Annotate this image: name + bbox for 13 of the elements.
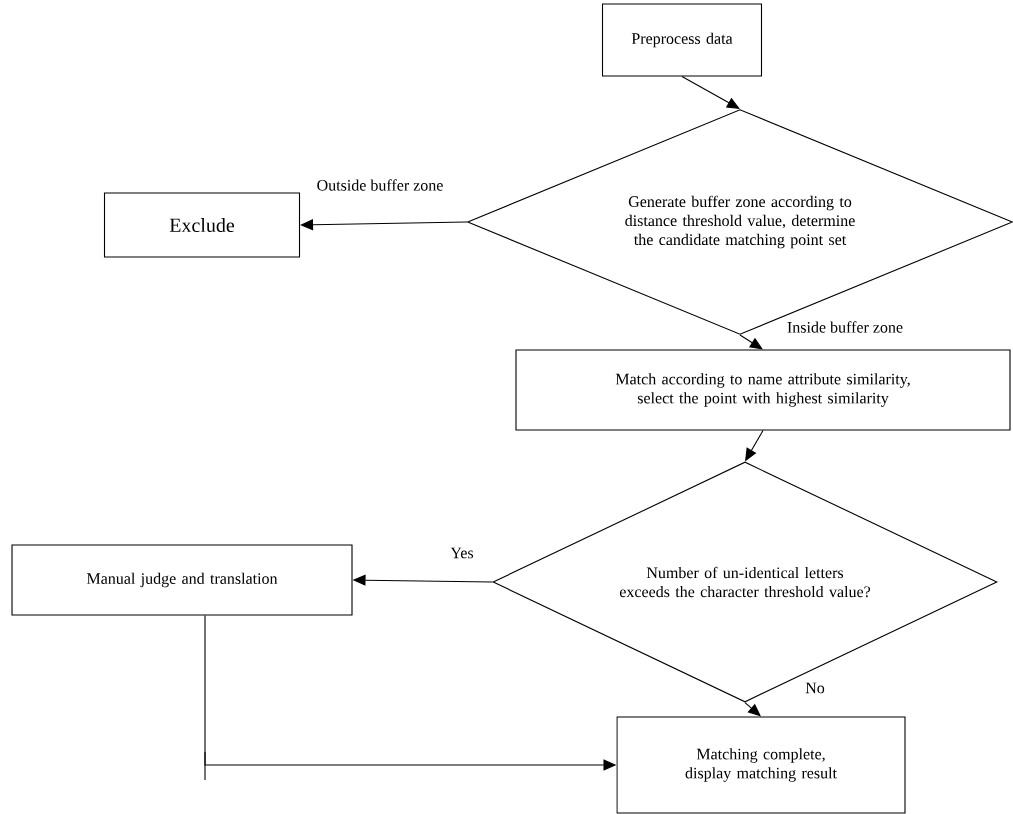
edge-label: Outside buffer zone xyxy=(315,178,445,192)
process-box: Manual judge and translation xyxy=(11,544,353,616)
arrow xyxy=(744,702,761,717)
edge-label: No xyxy=(804,681,826,695)
edge-label: Yes xyxy=(449,546,475,560)
arrow xyxy=(739,334,763,350)
arrow xyxy=(300,219,468,231)
process-box: Match according to name attribute similarity, select the point with highest similarity xyxy=(515,349,1011,431)
process-box: Preprocess data xyxy=(601,3,763,77)
edge-label: Inside buffer zone xyxy=(785,320,905,334)
process-box: Exclude xyxy=(103,192,301,258)
process-box: Matching complete, display matching result xyxy=(616,716,906,814)
arrow xyxy=(681,76,740,109)
